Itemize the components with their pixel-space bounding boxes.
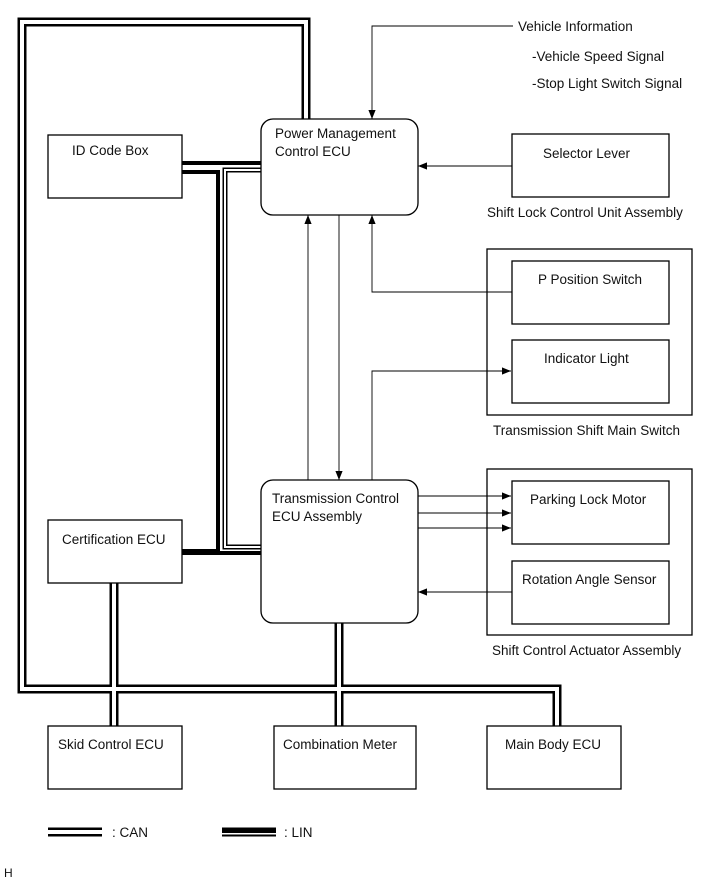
corner-mark: H — [4, 866, 13, 880]
vehicle-info-arrow — [368, 25, 513, 119]
block-combination-meter: Combination Meter — [273, 725, 417, 790]
indicator-light-arrow — [371, 367, 511, 480]
power-mgmt-label-2: Control ECU — [275, 144, 351, 159]
block-main-body-ecu: Main Body ECU — [486, 725, 622, 790]
power-mgmt-label-1: Power Management — [275, 126, 396, 141]
vehicle-info-item-1: -Vehicle Speed Signal — [532, 49, 664, 64]
legend-lin-label: : LIN — [284, 825, 313, 840]
lin-bus — [182, 161, 261, 555]
p-position-arrow — [368, 215, 512, 293]
can-power-to-trans — [222, 167, 261, 550]
vehicle-info-item-2: -Stop Light Switch Signal — [532, 76, 682, 91]
block-certification-ecu: Certification ECU — [47, 519, 183, 584]
caption-trans-shift-main-switch: Transmission Shift Main Switch — [493, 423, 680, 438]
shift-control-actuator-outline — [486, 468, 693, 636]
p-position-switch-label: P Position Switch — [538, 272, 642, 287]
block-power-mgmt-ecu: Power Management Control ECU — [260, 118, 419, 216]
combination-meter-label: Combination Meter — [283, 737, 398, 752]
certification-ecu-label: Certification ECU — [62, 532, 166, 547]
legend-lin-swatch — [222, 827, 276, 837]
selector-lever-label: Selector Lever — [543, 146, 631, 161]
block-id-code-box: ID Code Box — [47, 134, 183, 199]
skid-control-ecu-label: Skid Control ECU — [58, 737, 164, 752]
block-parking-lock-motor: Parking Lock Motor — [511, 480, 670, 545]
main-body-ecu-label: Main Body ECU — [505, 737, 601, 752]
indicator-light-label: Indicator Light — [544, 351, 629, 366]
trans-shift-main-switch-outline — [486, 248, 693, 416]
block-indicator-light: Indicator Light — [511, 339, 670, 404]
block-skid-control-ecu: Skid Control ECU — [47, 725, 183, 790]
block-p-position-switch: P Position Switch — [511, 260, 670, 325]
block-selector-lever: Selector Lever — [511, 133, 670, 198]
block-rotation-angle-sensor: Rotation Angle Sensor — [511, 560, 670, 625]
transmission-ecu-label-2: ECU Assembly — [272, 509, 362, 524]
id-code-box-label: ID Code Box — [72, 143, 149, 158]
vehicle-info-title: Vehicle Information — [518, 19, 633, 34]
rotation-angle-sensor-label: Rotation Angle Sensor — [522, 572, 657, 587]
block-transmission-ecu: Transmission Control ECU Assembly — [260, 479, 419, 624]
legend-can-label: : CAN — [112, 825, 148, 840]
can-bus — [17, 17, 562, 728]
caption-shift-lock-unit: Shift Lock Control Unit Assembly — [487, 205, 683, 220]
legend: : CAN : LIN — [48, 825, 313, 840]
transmission-ecu-label-1: Transmission Control — [272, 491, 399, 506]
caption-shift-control-actuator: Shift Control Actuator Assembly — [492, 643, 681, 658]
signal-arrows — [304, 25, 513, 596]
parking-lock-motor-label: Parking Lock Motor — [530, 492, 647, 507]
